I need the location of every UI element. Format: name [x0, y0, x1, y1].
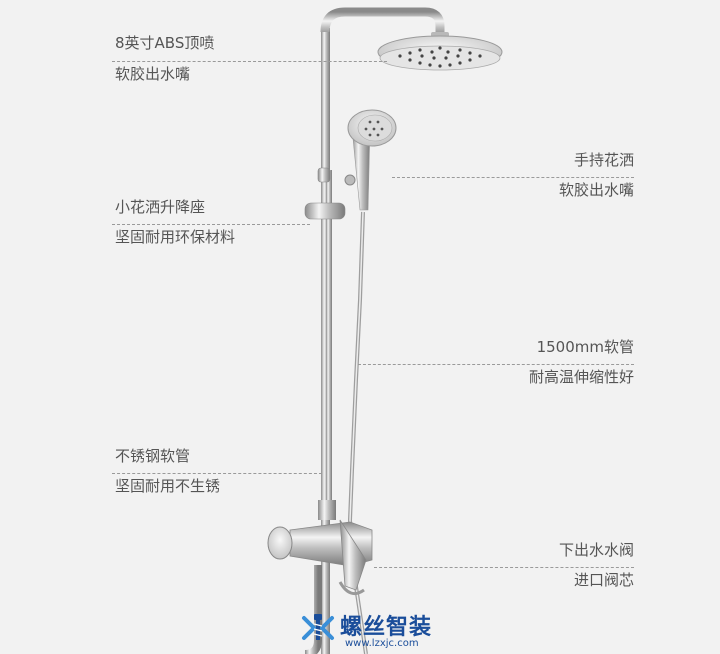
slide-bar	[326, 170, 332, 500]
leader-line-hand-shower	[392, 177, 634, 178]
label-lift-seat-subtitle: 坚固耐用环保材料	[115, 228, 236, 246]
watermark-logo: 螺丝智装	[300, 610, 432, 646]
label-top-spray-subtitle: 软胶出水嘴	[115, 65, 191, 83]
leader-line-top-spray	[112, 61, 387, 62]
label-lift-seat-title: 小花洒升降座	[115, 198, 206, 216]
leader-line-hose	[358, 364, 634, 365]
lift-seat	[304, 167, 346, 220]
label-top-spray-title: 8英寸ABS顶喷	[115, 34, 215, 52]
label-hose-subtitle: 耐高温伸缩性好	[528, 368, 634, 386]
hand-shower	[344, 109, 397, 211]
label-steel-hose-title: 不锈钢软管	[115, 447, 191, 465]
leader-line-lift-seat	[112, 224, 310, 225]
label-hand-shower-subtitle: 软胶出水嘴	[558, 181, 634, 199]
watermark-site: www.lzxjc.com	[345, 638, 419, 649]
label-valve-subtitle: 进口阀芯	[573, 571, 634, 589]
label-valve-title: 下出水水阀	[558, 541, 634, 559]
main-riser-pipe	[321, 28, 330, 654]
mixer-valve	[267, 500, 373, 596]
screw-logo-icon	[302, 614, 334, 640]
leader-line-steel-hose	[112, 473, 322, 474]
label-hose-title: 1500mm软管	[536, 338, 634, 356]
top-shower-head	[377, 32, 503, 71]
watermark-brand: 螺丝智装	[340, 615, 433, 640]
label-steel-hose-subtitle: 坚固耐用不生锈	[115, 477, 221, 495]
label-hand-shower-title: 手持花洒	[573, 151, 634, 169]
leader-line-valve	[374, 567, 634, 568]
top-arm-pipe	[320, 7, 445, 38]
